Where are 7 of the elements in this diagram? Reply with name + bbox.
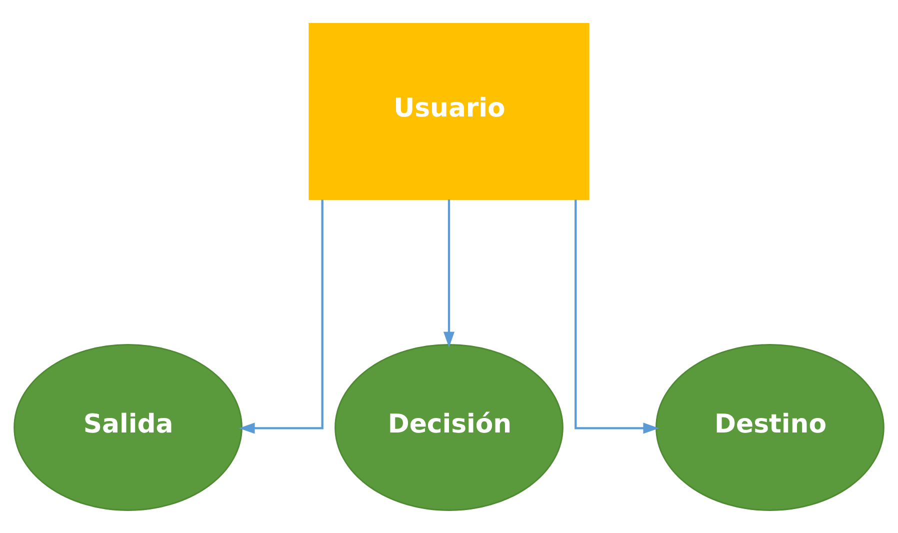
arrow <box>574 199 660 434</box>
arrow <box>443 199 455 348</box>
node-ellipse: Salida <box>14 344 242 510</box>
node-ellipse: Decisión <box>334 344 564 510</box>
node-box: Usuario <box>308 22 590 200</box>
arrow <box>238 199 324 434</box>
node-ellipse: Destino <box>656 344 884 510</box>
